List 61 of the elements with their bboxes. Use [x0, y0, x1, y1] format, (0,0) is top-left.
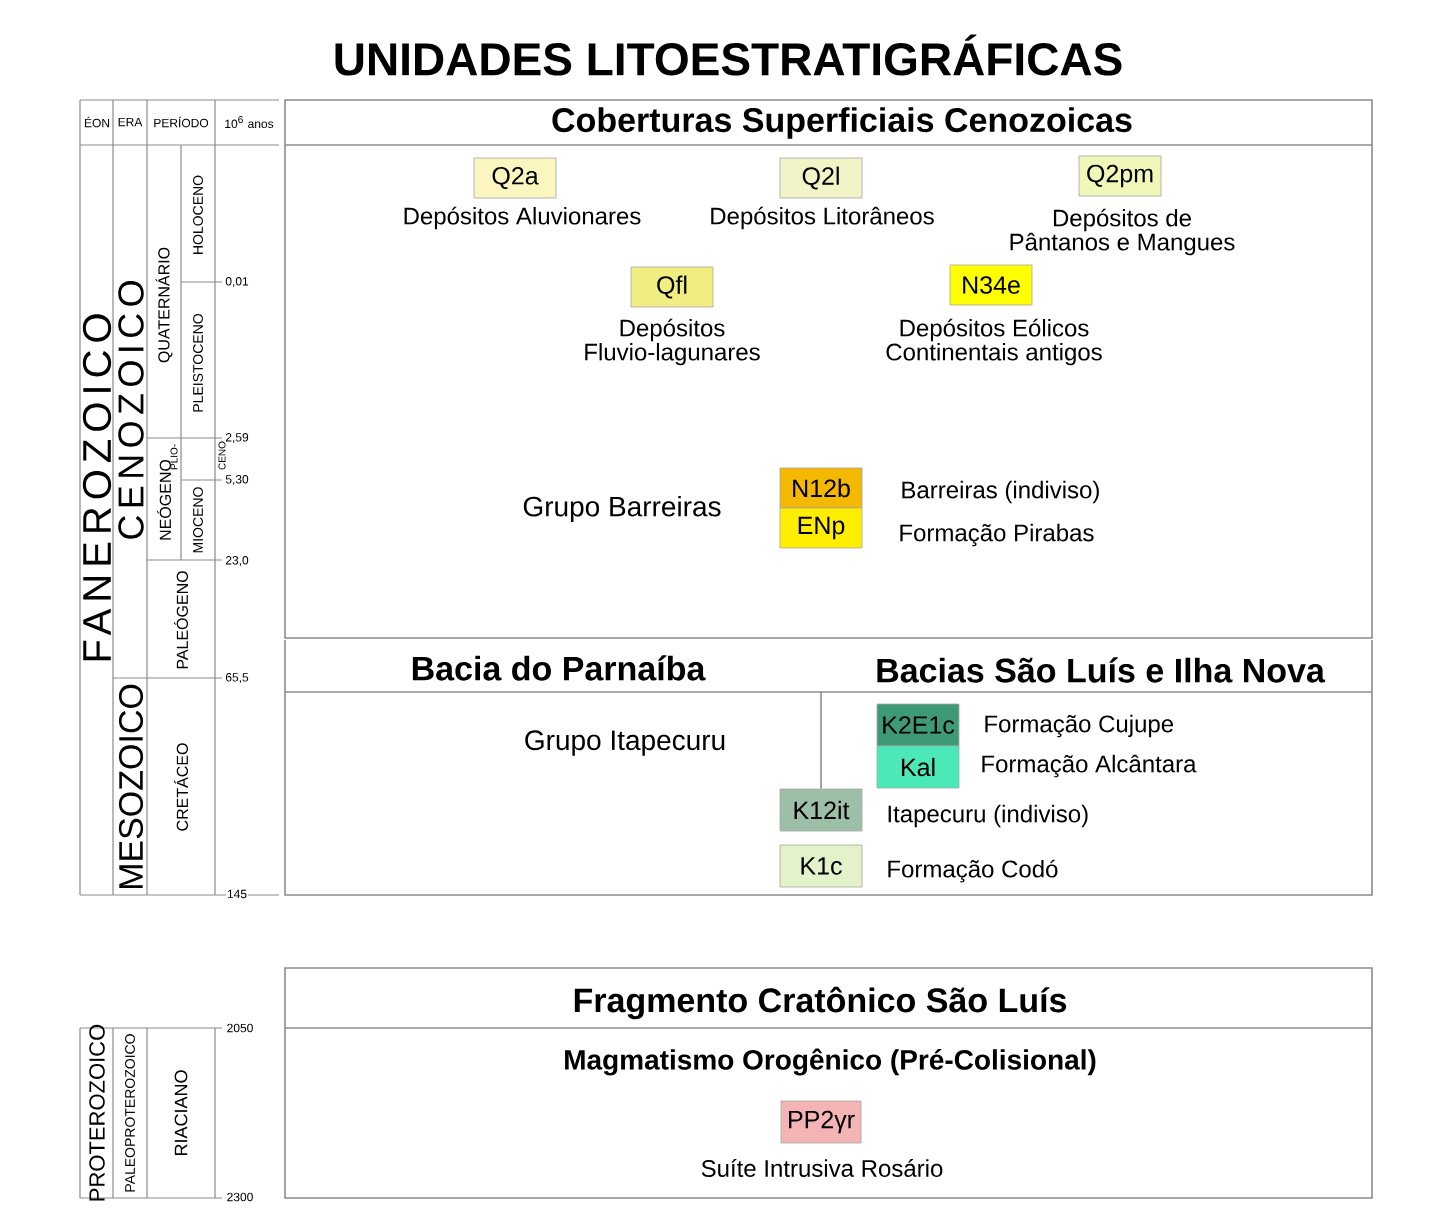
- unit-code-box: N12b: [779, 467, 863, 509]
- unit-code-box: PP2γr: [780, 1100, 862, 1144]
- unit-code-box: Q2pm: [1078, 155, 1162, 197]
- unit-description: Depósitos Fluvio-lagunares: [585, 318, 760, 366]
- unit-code-box: Qfl: [630, 266, 714, 308]
- column-header: PERÍODO: [154, 116, 209, 128]
- age-label: 145: [226, 888, 248, 900]
- age-label: 65,5: [224, 672, 250, 684]
- unit-code-box: N34e: [949, 264, 1033, 306]
- age-label: 2300: [225, 1191, 255, 1203]
- age-label: 2050: [225, 1022, 255, 1034]
- unit-description: Itapecuru (indiviso): [888, 804, 1088, 828]
- unit-description: Formação Codó: [888, 859, 1058, 883]
- group-label: Grupo Itapecuru: [525, 730, 725, 756]
- epoch-label: PLIO- CENO: [170, 441, 226, 470]
- era-label: MESOZOICO: [118, 684, 144, 889]
- panel: [284, 99, 1373, 639]
- period-label: RIACIANO: [174, 1070, 188, 1156]
- column-header: ÉON: [84, 116, 110, 128]
- eon-label: PROTEROZOICO: [89, 1024, 105, 1201]
- era-label: CENOZOICO: [118, 281, 144, 539]
- period-label: NEÓGENO: [157, 459, 171, 540]
- era-label: PALEOPROTEROZOICO: [125, 1034, 135, 1192]
- unit-description: Depósitos Eólicos Continentais antigos: [886, 318, 1102, 366]
- unit-code-box: K1c: [779, 844, 863, 888]
- unit-code-box: Q2a: [473, 157, 557, 199]
- unit-code-box: K2E1c: [876, 703, 960, 747]
- group-label: Grupo Barreiras: [523, 495, 721, 523]
- unit-code-box: Kal: [876, 745, 960, 789]
- unit-code-box: ENp: [779, 507, 863, 549]
- unit-code-box: K12it: [779, 788, 863, 832]
- panel-heading: Fragmento Cratônico São Luís: [574, 986, 1067, 1020]
- unit-description: Suíte Intrusiva Rosário: [701, 1159, 943, 1177]
- age-label: 0,01: [224, 276, 250, 288]
- epoch-label: MIOCENO: [193, 487, 203, 553]
- period-label: CRETÁCEO: [174, 743, 188, 831]
- panel-heading: Coberturas Superficiais Cenozoicas: [552, 107, 1132, 139]
- unit-description: Formação Alcântara: [982, 754, 1197, 778]
- unit-description: Barreiras (indiviso): [902, 480, 1099, 504]
- period-label: PALEÓGENO: [174, 571, 188, 669]
- connector-line: [820, 691, 822, 790]
- unit-code-box: Q2l: [779, 157, 863, 199]
- age-label: 23,0: [224, 555, 250, 567]
- column-header: 10$^{6}$ anos: [225, 115, 274, 129]
- unit-description: Depósitos Aluvionares: [404, 206, 641, 230]
- panel: [284, 967, 1373, 1199]
- epoch-label: PLEISTOCENO: [193, 314, 203, 412]
- panel-heading: Bacia do Parnaíba: [412, 655, 706, 681]
- eon-label: FANEROZOICO: [82, 314, 112, 661]
- unit-description: Formação Cujupe: [985, 714, 1174, 738]
- panel-heading: Bacias São Luís e Ilha Nova: [877, 657, 1326, 683]
- unit-description: Depósitos de Pântanos e Mangues: [1010, 208, 1235, 256]
- unit-description: Formação Pirabas: [900, 523, 1094, 547]
- panel: [284, 639, 1373, 896]
- epoch-label: HOLOCENO: [193, 175, 203, 254]
- panel-heading: Magmatismo Orogênico (Pré-Colisional): [565, 1048, 1096, 1076]
- column-header: ERA: [118, 117, 143, 127]
- age-label: 5,30: [224, 474, 250, 486]
- title: UNIDADES LITOESTRATIGRÁFICAS: [335, 34, 1122, 76]
- period-label: QUATERNÁRIO: [155, 247, 173, 363]
- unit-description: Depósitos Litorâneos: [711, 206, 934, 230]
